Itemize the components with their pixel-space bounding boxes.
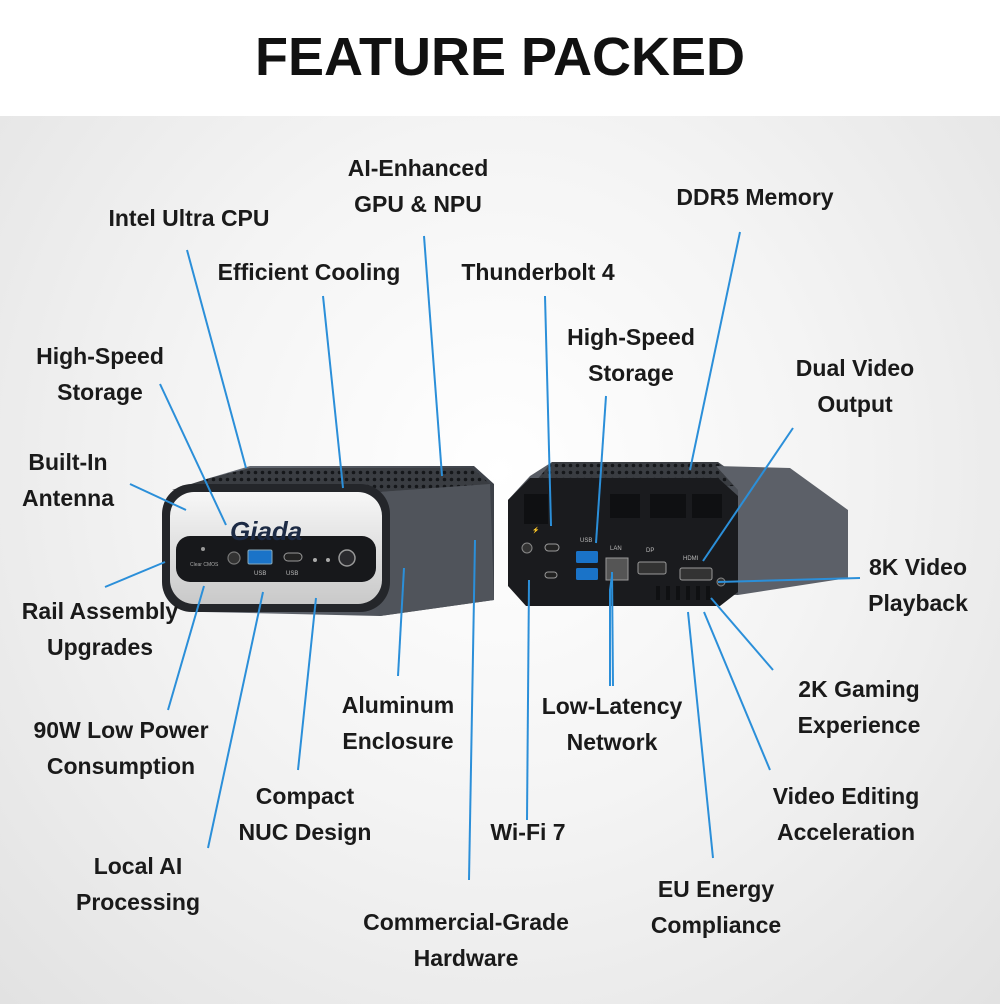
rear-bottom-vents bbox=[656, 586, 710, 600]
callout-8k: 8K Video Playback bbox=[868, 554, 968, 616]
front-usb-c-port bbox=[283, 552, 303, 562]
callout-dual-video: Dual Video Output bbox=[795, 355, 915, 417]
power-button-icon bbox=[338, 549, 356, 567]
callout-thunderbolt: Thunderbolt 4 bbox=[461, 259, 615, 285]
callout-gaming: 2K Gaming Experience bbox=[797, 676, 921, 738]
rear-vent bbox=[524, 494, 548, 524]
callout-antenna: Built-In Antenna bbox=[22, 449, 114, 511]
callout-lowpower: 90W Low Power Consumption bbox=[33, 717, 209, 779]
callout-ai-gpu: AI-Enhanced GPU & NPU bbox=[347, 155, 489, 217]
dp-label: DP bbox=[646, 548, 654, 554]
indicator-icon bbox=[313, 558, 317, 562]
callout-eu: EU Energy Compliance bbox=[650, 876, 782, 938]
header: FEATURE PACKED bbox=[0, 0, 1000, 116]
callout-storage-right: High-Speed Storage bbox=[567, 324, 695, 386]
front-minipc: Giada Clear CMOS USB USB bbox=[162, 466, 494, 616]
rear-usb-c-port bbox=[544, 571, 558, 579]
front-usb-c-label: USB bbox=[286, 571, 298, 577]
hdmi-port bbox=[679, 567, 713, 581]
leader-lines bbox=[104, 231, 861, 881]
callout-ddr5: DDR5 Memory bbox=[676, 184, 834, 210]
front-right-side bbox=[380, 484, 494, 616]
front-usb-a-port bbox=[247, 549, 273, 565]
lan-label: LAN bbox=[610, 546, 622, 552]
callout-local-ai: Local AI Processing bbox=[76, 853, 200, 915]
lan-port bbox=[605, 557, 629, 581]
thunderbolt-icon: ⚡ bbox=[532, 526, 539, 534]
callout-aluminum: Aluminum Enclosure bbox=[341, 692, 455, 754]
callout-compact: Compact NUC Design bbox=[238, 783, 372, 845]
front-usb-a-label: USB bbox=[254, 571, 266, 577]
callout-intel-cpu: Intel Ultra CPU bbox=[108, 205, 270, 231]
page-title: FEATURE PACKED bbox=[254, 27, 745, 87]
callout-storage-left: High-Speed Storage bbox=[36, 343, 164, 405]
rear-usb-a-port bbox=[576, 551, 598, 563]
clear-cmos-label: Clear CMOS bbox=[190, 562, 219, 568]
audio-jack-icon bbox=[227, 551, 241, 565]
rear-minipc: ⚡ USB LAN DP HDMI bbox=[508, 462, 848, 606]
indicator-icon bbox=[326, 558, 330, 562]
front-port-panel bbox=[176, 536, 376, 582]
callout-video-edit: Video Editing Acceleration bbox=[772, 783, 920, 845]
rear-vent bbox=[650, 494, 686, 518]
rear-right-side bbox=[716, 466, 848, 595]
rear-usb-label: USB bbox=[580, 538, 592, 544]
callout-latency: Low-Latency Network bbox=[541, 693, 683, 755]
rear-vent bbox=[692, 494, 722, 518]
callout-commercial: Commercial-Grade Hardware bbox=[363, 909, 569, 971]
thunderbolt-port bbox=[544, 543, 560, 552]
power-led-icon bbox=[201, 547, 205, 551]
callout-rail: Rail Assembly Upgrades bbox=[21, 598, 179, 660]
callout-cooling: Efficient Cooling bbox=[217, 259, 401, 285]
hdmi-label: HDMI bbox=[683, 556, 699, 562]
rear-vent bbox=[610, 494, 640, 518]
rear-usb-a-port bbox=[576, 568, 598, 580]
dp-port bbox=[637, 561, 667, 575]
brand-logo: Giada bbox=[230, 516, 302, 546]
dc-in-port bbox=[521, 542, 533, 554]
callout-wifi: Wi-Fi 7 bbox=[490, 819, 566, 845]
